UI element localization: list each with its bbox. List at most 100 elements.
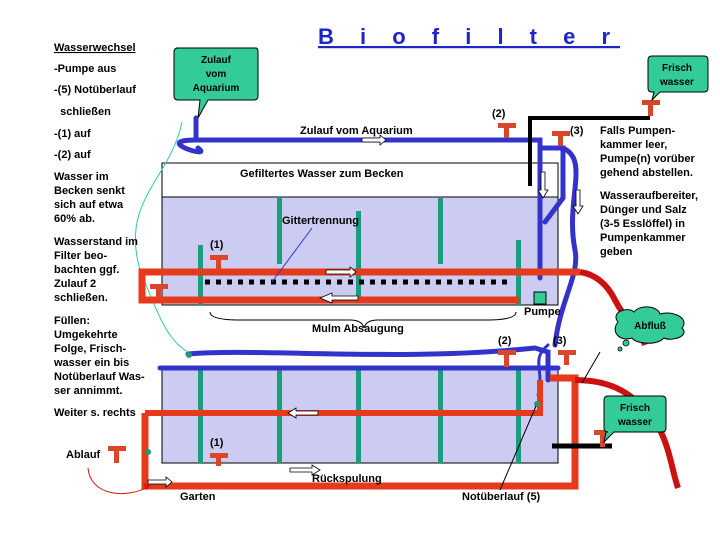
valve-3-bottom[interactable] bbox=[558, 350, 576, 365]
svg-text:Frisch: Frisch bbox=[620, 403, 650, 414]
flow-arrows bbox=[147, 134, 584, 488]
svg-text:-(2) auf: -(2) auf bbox=[54, 149, 91, 161]
label-notueberlauf: Notüberlauf (5) bbox=[462, 491, 541, 503]
divider bbox=[516, 370, 521, 463]
divider bbox=[438, 370, 443, 463]
fresh-water-pipe-top bbox=[528, 116, 650, 186]
svg-text:Pumpenkammer: Pumpenkammer bbox=[600, 232, 686, 244]
label-zulauf-pipe: Zulauf vom Aquarium bbox=[300, 125, 413, 137]
valve-1-bottom[interactable] bbox=[210, 453, 228, 466]
gitter-leader bbox=[271, 227, 313, 283]
valve-2-top[interactable] bbox=[498, 123, 516, 138]
divider bbox=[356, 370, 361, 463]
svg-text:-Pumpe aus: -Pumpe aus bbox=[54, 63, 116, 75]
right-notes: Falls Pumpen- kammer leer, Pumpe(n) vorü… bbox=[600, 125, 698, 258]
svg-text:geben: geben bbox=[600, 246, 633, 258]
overflow-pipe-blue bbox=[552, 145, 579, 348]
svg-text:Füllen:: Füllen: bbox=[54, 315, 90, 327]
notueberlauf-leader bbox=[499, 405, 537, 491]
svg-text:Wasser im: Wasser im bbox=[54, 171, 109, 183]
svg-text:Notüberlauf Was-: Notüberlauf Was- bbox=[54, 371, 145, 383]
left-notes: Wasserwechsel -Pumpe aus -(5) Notüberlau… bbox=[53, 42, 145, 419]
flow-arrow bbox=[361, 134, 387, 146]
svg-text:sich auf etwa: sich auf etwa bbox=[54, 199, 124, 211]
flow-arrow bbox=[318, 292, 359, 304]
svg-text:Aquarium: Aquarium bbox=[193, 83, 240, 94]
svg-text:kammer leer,: kammer leer, bbox=[600, 139, 667, 151]
mulm-brace bbox=[209, 311, 517, 329]
flow-arrow bbox=[572, 189, 584, 215]
flow-arrow bbox=[287, 407, 319, 419]
svg-text:schließen: schließen bbox=[54, 106, 111, 118]
upper-tank bbox=[161, 162, 559, 306]
svg-text:-(5) Notüberlauf: -(5) Notüberlauf bbox=[54, 84, 136, 96]
svg-text:60% ab.: 60% ab. bbox=[54, 213, 95, 225]
divider bbox=[277, 370, 282, 463]
label-mulm: Mulm Absaugung bbox=[312, 323, 404, 335]
svg-text:-(1) auf: -(1) auf bbox=[54, 128, 91, 140]
label-pumpe: Pumpe bbox=[524, 306, 561, 318]
svg-text:Dünger und Salz: Dünger und Salz bbox=[600, 204, 687, 216]
ablauf-leader bbox=[87, 467, 151, 494]
svg-text:Abfluß: Abfluß bbox=[634, 321, 666, 332]
label-rueck: Rückspulung bbox=[312, 473, 382, 485]
svg-text:Zulauf 2: Zulauf 2 bbox=[54, 278, 96, 290]
flow-arrow bbox=[289, 464, 321, 476]
svg-text:gehend abstellen.: gehend abstellen. bbox=[600, 167, 693, 179]
valve-drain-left[interactable] bbox=[150, 284, 168, 299]
label-valve-3-bottom: (3) bbox=[553, 335, 567, 347]
label-valve-2-top: (2) bbox=[492, 108, 506, 120]
svg-text:wasser ein bis: wasser ein bis bbox=[53, 357, 129, 369]
callout-frisch-top: Frisch wasser bbox=[647, 55, 709, 102]
label-valve-1-bottom: (1) bbox=[210, 437, 224, 449]
callout-frisch-bottom: Frisch wasser bbox=[603, 395, 667, 444]
svg-text:wasser: wasser bbox=[659, 77, 694, 88]
callout-abfluss: Abfluß bbox=[614, 306, 685, 352]
valve-1-top[interactable] bbox=[210, 255, 228, 270]
return-pipe bbox=[537, 145, 566, 225]
svg-text:(3-5 Esslöffel) in: (3-5 Esslöffel) in bbox=[600, 218, 685, 230]
valve-3-top[interactable] bbox=[552, 131, 570, 146]
label-valve-3-top: (3) bbox=[570, 125, 584, 137]
label-valve-1-top: (1) bbox=[210, 239, 224, 251]
valve-2-bottom[interactable] bbox=[498, 350, 516, 367]
svg-text:Umgekehrte: Umgekehrte bbox=[54, 329, 118, 341]
divider bbox=[277, 198, 282, 264]
valve-fresh-top[interactable] bbox=[642, 100, 660, 116]
lower-mid-pipe bbox=[145, 380, 543, 416]
pump-icon bbox=[533, 291, 547, 305]
svg-text:Wasserstand im: Wasserstand im bbox=[54, 236, 138, 248]
svg-text:Frisch: Frisch bbox=[662, 63, 692, 74]
diagram-title: B i o f i l t e r bbox=[318, 24, 620, 49]
flow-arrow bbox=[537, 171, 549, 199]
svg-text:vom: vom bbox=[206, 69, 227, 80]
label-ablauf: Ablauf bbox=[66, 449, 101, 461]
svg-text:wasser: wasser bbox=[617, 417, 652, 428]
abfluss-leader bbox=[581, 351, 601, 384]
svg-text:Zulauf: Zulauf bbox=[201, 55, 232, 66]
label-garten: Garten bbox=[180, 491, 216, 503]
valve-fresh-bottom[interactable] bbox=[594, 430, 612, 447]
valve-ablauf[interactable] bbox=[108, 446, 126, 463]
divider bbox=[356, 211, 361, 301]
svg-text:bachten ggf.: bachten ggf. bbox=[54, 264, 119, 276]
svg-text:schließen.: schließen. bbox=[54, 292, 108, 304]
svg-text:Becken senkt: Becken senkt bbox=[54, 185, 125, 197]
svg-text:Wasseraufbereiter,: Wasseraufbereiter, bbox=[600, 190, 698, 202]
flow-arrow bbox=[325, 266, 357, 278]
divider bbox=[438, 198, 443, 264]
svg-text:Pumpe(n) vorüber: Pumpe(n) vorüber bbox=[600, 153, 695, 165]
svg-text:Falls Pumpen-: Falls Pumpen- bbox=[600, 125, 676, 137]
svg-text:ser annimmt.: ser annimmt. bbox=[54, 385, 122, 397]
label-valve-2-bottom: (2) bbox=[498, 335, 512, 347]
label-gitter: Gittertrennung bbox=[282, 215, 359, 227]
svg-text:Filter beo-: Filter beo- bbox=[54, 250, 108, 262]
lower-frame-pipe bbox=[141, 374, 579, 490]
svg-text:Wasserwechsel: Wasserwechsel bbox=[54, 42, 136, 54]
svg-text:Weiter s. rechts: Weiter s. rechts bbox=[54, 407, 136, 419]
svg-text:Folge, Frisch-: Folge, Frisch- bbox=[54, 343, 126, 355]
callout-zulauf: Zulauf vom Aquarium bbox=[173, 47, 259, 119]
upper-tank-top bbox=[161, 162, 559, 198]
valves[interactable] bbox=[108, 100, 660, 466]
